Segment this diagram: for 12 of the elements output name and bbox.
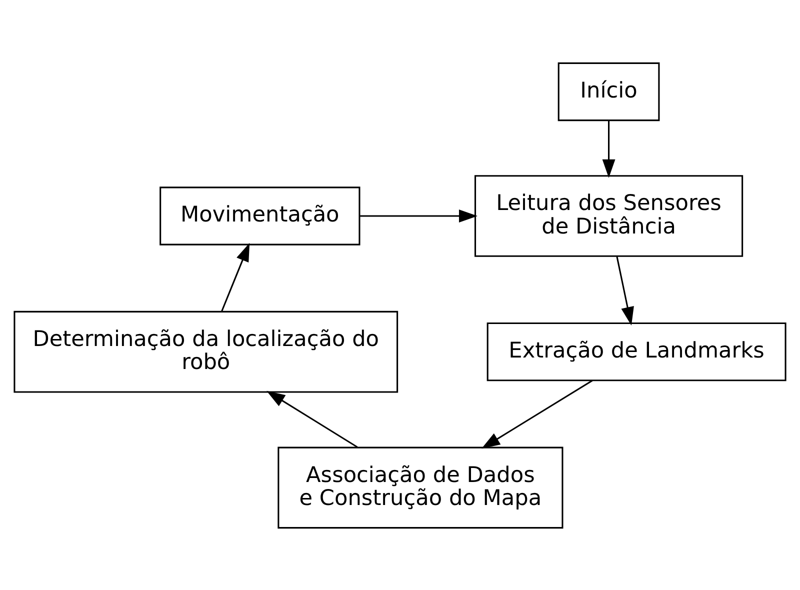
arrow (602, 120, 616, 178)
arrow (221, 242, 250, 312)
node-box: Associação de Dados e Construção do Mapa (278, 446, 564, 528)
arrow (482, 379, 593, 448)
arrow (616, 256, 634, 326)
arrow (266, 390, 358, 448)
node-box: Movimentação (160, 186, 360, 245)
arrow (360, 209, 478, 222)
node-box: Leitura dos Sensores de Distância (474, 174, 744, 256)
node-box: Início (558, 62, 660, 121)
node-box: Extração de Landmarks (486, 322, 786, 381)
node-box: Determinação da localização do robô (14, 310, 398, 392)
